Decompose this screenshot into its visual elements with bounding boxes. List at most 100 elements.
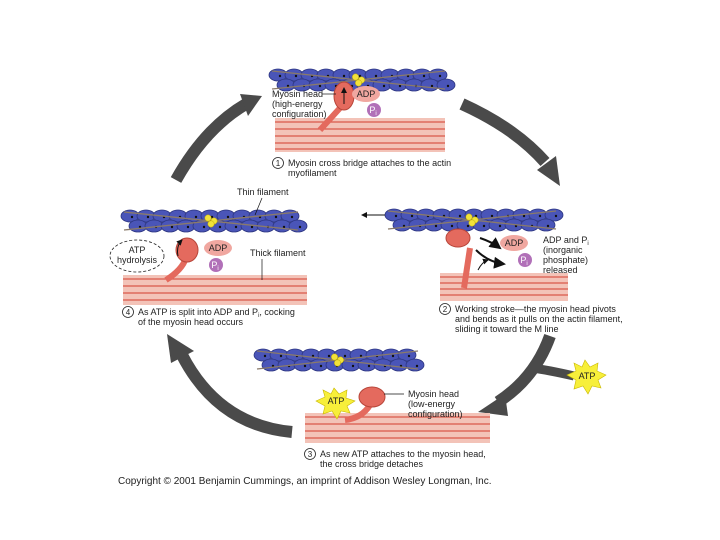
adp-bubble-1: ADP [352,86,380,102]
stage-1: ADP Pi Myosin head (high-energy configur… [268,68,456,178]
actin-bead-dot [294,74,298,78]
released-line4: released [543,265,578,275]
atp-hydrolysis-line2: hydrolysis [117,255,158,265]
svg-text:Pi: Pi [369,105,376,117]
step-4-subscript: i [258,313,259,319]
myosin-head-cocked [175,237,199,263]
actin-bead-dot [394,214,398,218]
actin-bead-dot [359,354,363,358]
atp-entering-burst: ATP [566,359,607,395]
stage-2: ADP Pi ADP and Pi (inorganic phosphate) … [361,208,623,334]
actin-bead-dot [450,224,454,228]
actin-bead [488,218,508,232]
adp-label-4: ADP [209,243,228,253]
actin-bead-dot [298,225,302,229]
actin-bead-dot [170,225,174,229]
actin-bead-dot [286,84,290,88]
adp-bubble-4: ADP [204,240,232,256]
actin-bead-dot [382,84,386,88]
myosin-head-high-line2: (high-energy [272,99,323,109]
actin-bead-dot [194,215,198,219]
actin-bead-dot [234,225,238,229]
actin-bead [224,219,244,233]
actin-bead [261,358,281,372]
adp-bubble-2: ADP [500,235,528,251]
pi-bubble-2: Pi [518,253,532,267]
troponin-complex [331,353,338,361]
actin-bead [392,218,412,232]
myosin-cross-bridge-3 [344,386,386,423]
step-3-number: 3 [308,450,313,459]
released-line2: (inorganic [543,245,583,255]
actin-filament-4 [120,209,308,233]
troponin-complex [204,214,212,222]
svg-text:As ATP is split into ADP and P: As ATP is split into ADP and Pi, cocking [138,307,295,319]
pi-label-4: P [211,260,217,270]
step-4-number: 4 [126,308,131,317]
myosin-head-pivoted [445,228,471,248]
actin-bead-dot [226,215,230,219]
pi-subscript-1: i [375,111,376,117]
actin-bead-dot [374,74,378,78]
cycle-arrow-1-to-2 [459,98,550,167]
actin-bead-dot [250,225,254,229]
step-2-line2: and bends as it pulls on the actin filam… [455,314,623,324]
actin-bead-dot [482,224,486,228]
pi-subscript-2: i [526,261,527,267]
pi-label-1: P [369,105,375,115]
thick-filament-1 [275,118,445,152]
stage-3: ATP Myosin head (low-energy configuratio… [253,348,490,469]
pi-bubble-4: Pi [209,258,223,272]
myosin-head-low-line3: configuration) [408,409,463,419]
cycle-arrowhead-3-to-4 [167,334,194,363]
step-2-number: 2 [443,305,448,314]
actin-filament-2 [384,208,564,232]
actin-bead-dot [546,224,550,228]
adp-pi-released-label: ADP and Pi (inorganic phosphate) release… [543,235,589,275]
actin-bead [420,78,440,92]
actin-filament-3 [253,348,425,372]
atp-hydrolysis-bubble: ATP hydrolysis [109,239,165,273]
atp-hydrolysis-line1: ATP [129,245,146,255]
cycle-arrowhead-1-to-2 [537,156,560,186]
actin-bead-dot [130,215,134,219]
step-1-line1: Myosin cross bridge attaches to the acti… [288,158,451,168]
step-4-line2: of the myosin head occurs [138,317,244,327]
actin-bead-dot [303,364,307,368]
svg-text:Pi: Pi [211,260,218,272]
actin-bead-dot [398,84,402,88]
actin-bead-dot [438,74,442,78]
actin-bead-dot [367,364,371,368]
actin-bead-dot [342,74,346,78]
thick-filament-3 [305,413,490,443]
myosin-head-high-line3: configuration) [272,109,327,119]
actin-bead-dot [202,225,206,229]
released-line1: ADP and P [543,235,587,245]
actin-bead-dot [430,84,434,88]
actin-bead-dot [274,215,278,219]
step-2-line3: sliding it toward the M line [455,324,559,334]
actin-bead-dot [407,354,411,358]
atp-attached-label: ATP [328,396,345,406]
myosin-head-low-line2: (low-energy [408,399,456,409]
cycle-arrows [167,94,560,438]
myosin-head-low-label: Myosin head (low-energy configuration) [384,389,463,419]
actin-bead-dot [466,224,470,228]
thin-filament-label: Thin filament [237,187,289,216]
myosin-cross-bridge-2 [445,228,506,289]
actin-bead-dot [415,364,419,368]
actin-bead-dot [538,214,542,218]
actin-bead-dot [358,74,362,78]
actin-bead-dot [186,225,190,229]
atp-burst-3: ATP [315,387,356,420]
step-2-caption: 2 Working stroke—the myosin head pivots … [439,303,623,334]
actin-bead-dot [290,215,294,219]
pi-label-2: P [520,255,526,265]
step-1-number: 1 [276,159,281,168]
step-1-caption: 1 Myosin cross bridge attaches to the ac… [272,157,451,178]
actin-bead [357,358,377,372]
myosin-cross-bridge-4 [164,237,199,283]
actin-bead [128,219,148,233]
thick-filament-text: Thick filament [250,248,306,258]
